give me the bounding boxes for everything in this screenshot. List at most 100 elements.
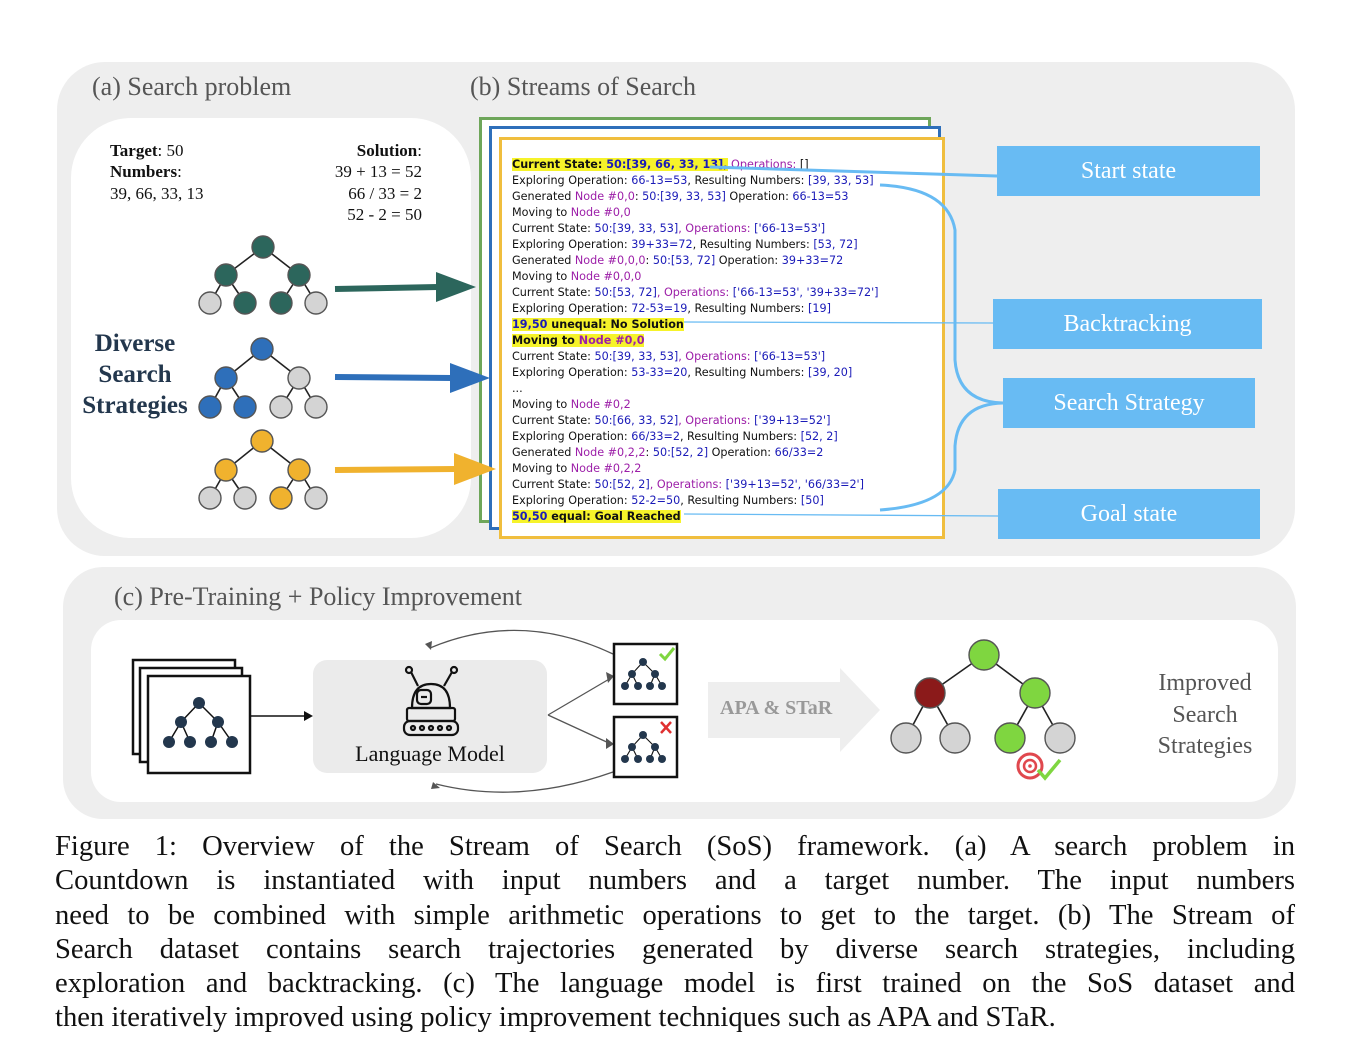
- stream-segment: Current State:: [512, 414, 595, 427]
- stream-line: Generated Node #0,2,2: 50:[52, 2] Operat…: [512, 445, 879, 461]
- stream-line: Exploring Operation: 66/33=2, Resulting …: [512, 429, 879, 445]
- stream-segment: :: [634, 190, 643, 203]
- stream-segment: Exploring Operation:: [512, 302, 632, 315]
- caption-line: exploration and backtracking. (c) The la…: [55, 968, 1295, 1000]
- stream-segment: , Operations:: [678, 222, 755, 235]
- stream-line: Generated Node #0,0,0: 50:[53, 72] Opera…: [512, 253, 879, 269]
- stream-segment: Moving to: [512, 334, 579, 347]
- stream-segment: Moving to: [512, 270, 571, 283]
- stream-segment: Moving to: [512, 462, 571, 475]
- stream-segment: 50:[39, 33, 53]: [594, 222, 679, 235]
- stream-segment: Generated: [512, 190, 575, 203]
- improved-line-1: Improved: [1158, 670, 1252, 696]
- stream-line: Moving to Node #0,0: [512, 333, 879, 349]
- stream-segment: :: [645, 446, 653, 459]
- caption-line: Countdown is instantiated with input num…: [55, 865, 1295, 897]
- stream-segment: 66-13=53: [792, 190, 849, 203]
- stream-line: Moving to Node #0,0: [512, 205, 879, 221]
- stream-segment: Exploring Operation:: [512, 174, 632, 187]
- stream-segment: , Operations:: [678, 350, 755, 363]
- numbers-colon: :: [177, 162, 182, 181]
- stream-segment: ...: [512, 382, 523, 395]
- stream-segment: Node #0,2: [570, 398, 631, 411]
- section-c-title: (c) Pre-Training + Policy Improvement: [114, 582, 522, 611]
- target-label: Target: [110, 141, 158, 160]
- search-strategy-label: Search Strategy: [1003, 378, 1255, 428]
- target-value: : 50: [157, 141, 184, 160]
- numbers-line: Numbers:: [110, 162, 182, 182]
- stream-segment: Node #0,0: [578, 334, 645, 347]
- stream-segment: [39, 20]: [807, 366, 853, 379]
- stream-segment: [50]: [800, 494, 824, 507]
- stream-segment: 50:[39, 33, 53]: [594, 350, 679, 363]
- diverse-line-3: Strategies: [82, 392, 188, 419]
- stream-segment: 72-53=19: [631, 302, 688, 315]
- caption-line: Figure 1: Overview of the Stream of Sear…: [55, 831, 1295, 862]
- stream-segment: 50:[39, 33, 53]: [642, 190, 726, 203]
- stream-line: Exploring Operation: 39+33=72, Resulting…: [512, 237, 879, 253]
- section-b-title: (b) Streams of Search: [470, 72, 696, 101]
- diverse-search-strategies: Diverse Search Strategies: [76, 328, 194, 421]
- stream-segment: , Operations:: [649, 478, 726, 491]
- stream-segment: , Resulting Numbers:: [679, 430, 801, 443]
- stream-segment: 52-2=50: [631, 494, 681, 507]
- stream-segment: Operation:: [725, 190, 793, 203]
- stream-segment: 53-33=20: [631, 366, 688, 379]
- stream-segment: ['66-13=53', '39+33=72']: [732, 286, 879, 299]
- stream-line: 19,50 unequal: No Solution: [512, 317, 879, 333]
- stream-segment: 50:[53, 72]: [594, 286, 657, 299]
- stream-segment: , Resulting Numbers:: [687, 174, 808, 187]
- stream-segment: Exploring Operation:: [512, 366, 632, 379]
- stream-segment: 66/33=2: [631, 430, 680, 443]
- stream-line: Current State: 50:[39, 33, 53], Operatio…: [512, 349, 879, 365]
- stream-segment: Node #0,0,0: [574, 254, 646, 267]
- stream-segment: Node #0,2,2: [570, 462, 642, 475]
- stream-segment: Generated: [512, 446, 575, 459]
- stream-segment: Current State:: [512, 222, 595, 235]
- solution-step-2: 66 / 33 = 2: [348, 184, 422, 203]
- solution-heading: Solution:: [300, 141, 422, 161]
- stream-segment: 39+33=72: [631, 238, 693, 251]
- caption-line: then iteratively improved using policy i…: [55, 1002, 1056, 1034]
- stream-segment: Moving to: [512, 206, 571, 219]
- stream-segment: Node #0,0: [570, 206, 631, 219]
- stream-segment: ['39+13=52', '66/33=2']: [725, 478, 865, 491]
- stream-line: Current State: 50:[39, 66, 33, 13], Oper…: [512, 157, 879, 173]
- stream-segment: Exploring Operation:: [512, 430, 632, 443]
- stream-segment: Current State:: [512, 286, 595, 299]
- diverse-line-1: Diverse: [94, 330, 176, 357]
- target-line: Target: 50: [110, 141, 184, 161]
- stream-line: 50,50 equal: Goal Reached: [512, 509, 879, 525]
- stream-segment: 50:[52, 2]: [594, 478, 650, 491]
- section-a-title: (a) Search problem: [92, 72, 292, 101]
- solution-colon: :: [417, 141, 422, 160]
- stream-page-main: Current State: 50:[39, 66, 33, 13], Oper…: [499, 137, 945, 539]
- stream-segment: ['66-13=53']: [754, 222, 826, 235]
- stream-text: Current State: 50:[39, 66, 33, 13], Oper…: [512, 157, 879, 525]
- stream-segment: 50:[53, 72]: [652, 254, 716, 267]
- stream-line: Current State: 50:[66, 33, 52], Operatio…: [512, 413, 879, 429]
- stream-line: Moving to Node #0,0,0: [512, 269, 879, 285]
- stream-segment: [52, 2]: [800, 430, 838, 443]
- stream-segment: []: [799, 158, 809, 171]
- stream-segment: 19,50: [512, 318, 548, 331]
- diverse-line-2: Search: [98, 361, 172, 388]
- stream-line: Exploring Operation: 72-53=19, Resulting…: [512, 301, 879, 317]
- stream-segment: 50:[52, 2]: [652, 446, 709, 459]
- stream-segment: Exploring Operation:: [512, 238, 632, 251]
- stream-line: Current State: 50:[39, 33, 53], Operatio…: [512, 221, 879, 237]
- stream-segment: 66-13=53: [631, 174, 688, 187]
- pretraining-card: [91, 620, 1278, 802]
- stream-segment: Moving to: [512, 398, 571, 411]
- stream-segment: Generated: [512, 254, 575, 267]
- stream-segment: Current State:: [512, 478, 595, 491]
- solution-step-1: 39 + 13 = 52: [334, 162, 422, 181]
- stream-segment: [19]: [807, 302, 831, 315]
- improved-line-3: Strategies: [1157, 733, 1253, 759]
- solution-label: Solution: [356, 141, 418, 160]
- stream-segment: , Resulting Numbers:: [680, 494, 801, 507]
- stream-segment: ['66-13=53']: [754, 350, 826, 363]
- backtracking-label: Backtracking: [993, 299, 1262, 349]
- start-state-label: Start state: [997, 146, 1260, 196]
- stream-segment: 66/33=2: [774, 446, 824, 459]
